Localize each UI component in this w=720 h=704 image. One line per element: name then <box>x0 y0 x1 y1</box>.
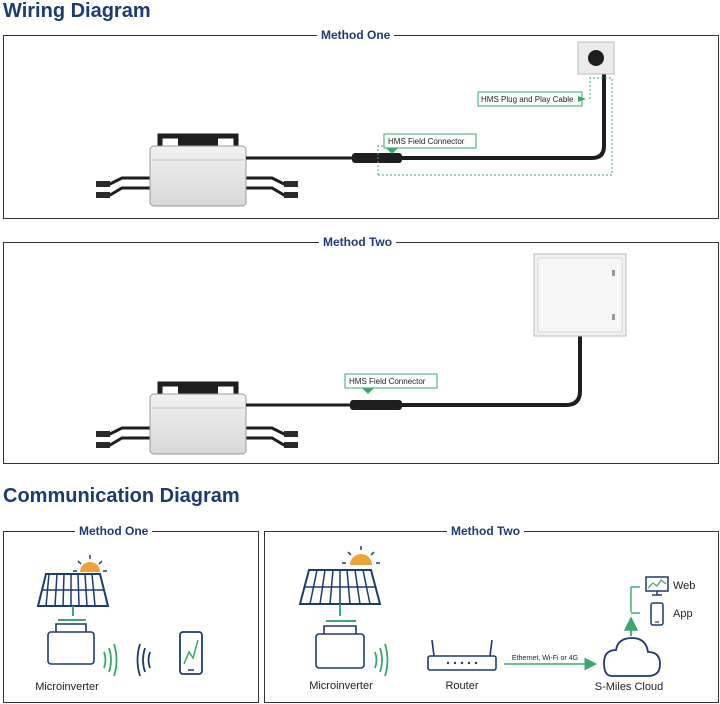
microinverter-label-1: Microinverter <box>35 681 99 693</box>
field-connector-callout-1 <box>383 133 477 154</box>
sun-icon-1 <box>73 555 107 572</box>
comm-method-one-panel: Method One <box>3 523 259 703</box>
communication-diagram-heading: Communication Diagram <box>3 485 240 507</box>
plug-cable-highlight <box>377 77 613 176</box>
wiring-diagram-heading: Wiring Diagram <box>3 0 151 22</box>
wall-socket <box>577 41 615 75</box>
comm-method-one-title: Method One <box>75 523 153 539</box>
solar-panel-icon-2 <box>298 569 382 616</box>
comm-method-two-title: Method Two <box>447 523 525 539</box>
microinverter-device-1 <box>96 133 298 207</box>
distribution-box <box>533 253 627 337</box>
microinverter-device-2 <box>96 381 298 455</box>
ac-cable-method-two <box>246 332 582 410</box>
solar-panel-icon-1 <box>36 573 110 616</box>
smartphone-icon <box>179 631 203 675</box>
ac-cable-method-one <box>246 64 606 163</box>
router-label: Router <box>445 680 478 692</box>
plug-cable-callout <box>477 91 586 107</box>
microinverter-label-2: Microinverter <box>309 680 373 692</box>
router-icon <box>427 639 497 671</box>
cloud-label: S-Miles Cloud <box>595 681 663 693</box>
app-label: App <box>673 608 693 620</box>
link-label: Ethernet, Wi-Fi or 4G <box>512 655 578 662</box>
cloud-icon <box>603 637 661 677</box>
comm-method-two-panel: Method Two <box>264 523 719 703</box>
wireless-signal-icon <box>103 643 151 677</box>
up-arrow <box>623 586 640 636</box>
field-connector-callout-2 <box>344 373 438 394</box>
sun-icon-2 <box>342 546 380 565</box>
phone-app-icon <box>650 602 664 626</box>
wiring-method-one-title: Method One <box>317 27 395 43</box>
wireless-signal-icon-2 <box>374 643 389 677</box>
microinverter-icon-2 <box>315 620 365 669</box>
field-connector-label-2: HMS Field Connector <box>349 377 426 386</box>
wiring-method-two-title: Method Two <box>319 234 397 250</box>
microinverter-icon-1 <box>47 619 95 665</box>
plug-cable-label: HMS Plug and Play Cable <box>481 95 574 104</box>
field-connector-label-1: HMS Field Connector <box>388 137 465 146</box>
web-label: Web <box>673 580 695 592</box>
monitor-icon <box>645 576 669 596</box>
